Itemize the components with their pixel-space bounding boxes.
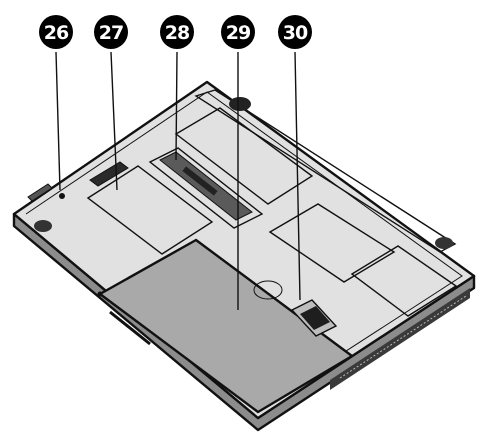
leader-lines <box>55 51 301 310</box>
callout-28: 28 <box>160 15 194 49</box>
leader-line-28 <box>175 51 178 161</box>
callout-29: 29 <box>221 15 255 49</box>
rubber-foot-left <box>34 220 52 232</box>
screw-hole-top <box>229 97 251 111</box>
callout-label-29: 29 <box>226 22 250 44</box>
side-connector <box>27 183 53 202</box>
callout-27: 27 <box>94 15 128 49</box>
docking-connector-recess <box>148 147 264 229</box>
callout-badge-26 <box>39 15 73 49</box>
callout-badge-29 <box>221 15 255 49</box>
laptop-underside <box>12 80 476 432</box>
vent-grille <box>330 288 470 390</box>
callout-label-28: 28 <box>165 22 190 44</box>
small-screw-front <box>97 291 103 297</box>
callout-badge-30 <box>278 15 312 49</box>
battery-notch <box>253 280 283 300</box>
battery-release-latch <box>290 299 338 337</box>
front-edge-slot <box>109 310 151 346</box>
hinge-ridge <box>194 89 457 253</box>
callout-30: 30 <box>278 15 312 49</box>
rubber-foot-right <box>435 237 453 249</box>
access-panel-right-1 <box>268 203 396 283</box>
callout-26: 26 <box>39 15 73 49</box>
callout-label-30: 30 <box>283 22 308 44</box>
callout-label-27: 27 <box>99 22 123 44</box>
leader-line-26 <box>55 51 61 191</box>
callout-badge-28 <box>160 15 194 49</box>
docking-connector-slot <box>182 166 218 196</box>
reset-hole <box>59 193 65 199</box>
access-panel-right-2 <box>350 245 458 317</box>
callout-badge-27 <box>94 15 128 49</box>
memory-compartment-door <box>86 165 214 255</box>
leader-line-30 <box>294 51 301 301</box>
callout-label-26: 26 <box>44 22 69 44</box>
memory-latch <box>89 161 129 187</box>
battery-edge <box>99 239 197 295</box>
leader-line-27 <box>110 51 118 191</box>
